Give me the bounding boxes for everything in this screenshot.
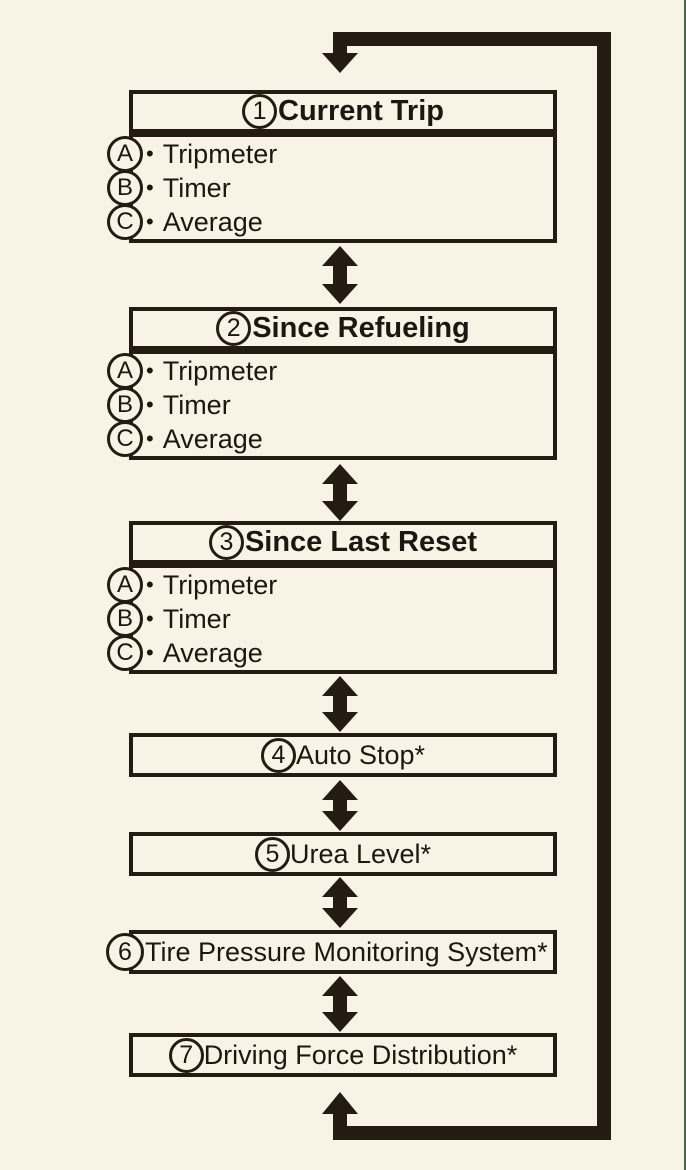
menu-item-timer: B • Timer xyxy=(107,170,553,206)
double-arrow-icon xyxy=(322,976,358,1032)
arrow-shaft xyxy=(333,266,347,284)
menu-box-body: A • Tripmeter B • Timer C • Average xyxy=(107,350,557,460)
menu-box-title: Since Last Reset xyxy=(244,526,478,558)
arrow-shaft xyxy=(333,800,347,811)
circled-letter: A xyxy=(107,353,143,389)
menu-box-title: Driving Force Distribution* xyxy=(203,1039,518,1070)
menu-item-label: Timer xyxy=(162,172,231,203)
menu-box-title: Tire Pressure Monitoring System* xyxy=(145,936,548,967)
menu-box-title: Auto Stop* xyxy=(295,739,426,770)
arrowhead-up-icon xyxy=(322,464,358,484)
circled-number: 3 xyxy=(208,525,244,560)
menu-box-current-trip: 1 Current Trip A • Tripmeter B • Timer C… xyxy=(107,90,557,243)
circled-letter: A xyxy=(107,567,143,603)
page-edge-line xyxy=(684,0,686,1170)
loop-arrowhead-up-icon xyxy=(322,1092,358,1114)
bullet-icon: • xyxy=(146,141,154,166)
arrowhead-down-icon xyxy=(322,501,358,521)
circled-letter: B xyxy=(107,387,143,423)
arrowhead-up-icon xyxy=(322,877,358,897)
bullet-icon: • xyxy=(146,175,154,200)
menu-item-tripmeter: A • Tripmeter xyxy=(107,353,553,389)
arrowhead-down-icon xyxy=(322,712,358,732)
bullet-icon: • xyxy=(146,426,154,451)
double-arrow-icon xyxy=(322,676,358,732)
arrowhead-down-icon xyxy=(322,284,358,304)
arrowhead-down-icon xyxy=(322,811,358,831)
double-arrow-icon xyxy=(322,780,358,831)
circled-letter: C xyxy=(107,204,143,240)
circled-number: 2 xyxy=(216,311,252,346)
circled-letter: B xyxy=(107,170,143,206)
menu-item-average: C • Average xyxy=(107,635,553,671)
bullet-icon: • xyxy=(146,606,154,631)
circled-number: 1 xyxy=(242,94,278,129)
circled-letter: C xyxy=(107,421,143,457)
bullet-icon: • xyxy=(146,572,154,597)
menu-box-since-refueling: 2 Since Refueling A • Tripmeter B • Time… xyxy=(107,307,557,460)
arrow-shaft xyxy=(333,696,347,712)
menu-item-timer: B • Timer xyxy=(107,601,553,637)
menu-box-tpms: 6 Tire Pressure Monitoring System* xyxy=(106,930,557,974)
arrowhead-up-icon xyxy=(322,246,358,266)
arrowhead-up-icon xyxy=(322,976,358,996)
circled-letter: A xyxy=(107,136,143,172)
menu-item-tripmeter: A • Tripmeter xyxy=(107,136,553,172)
menu-box-header: 1 Current Trip xyxy=(129,90,557,133)
circled-number: 7 xyxy=(168,1037,204,1073)
menu-box-driving-force-distribution: 7 Driving Force Distribution* xyxy=(129,1033,557,1077)
arrowhead-down-icon xyxy=(322,1012,358,1032)
menu-box-body: A • Tripmeter B • Timer C • Average xyxy=(107,133,557,243)
double-arrow-icon xyxy=(322,246,358,304)
circled-number: 5 xyxy=(254,836,290,872)
menu-item-label: Tripmeter xyxy=(162,569,278,600)
menu-box-auto-stop: 4 Auto Stop* xyxy=(129,733,557,777)
menu-item-timer: B • Timer xyxy=(107,387,553,423)
circled-number: 6 xyxy=(106,933,144,971)
menu-item-average: C • Average xyxy=(107,204,553,240)
bullet-icon: • xyxy=(146,392,154,417)
menu-item-label: Timer xyxy=(162,603,231,634)
menu-box-title: Urea Level* xyxy=(289,838,432,869)
loop-line-right xyxy=(597,32,611,1140)
double-arrow-icon xyxy=(322,877,358,928)
menu-item-tripmeter: A • Tripmeter xyxy=(107,567,553,603)
bullet-icon: • xyxy=(146,209,154,234)
menu-box-header: 2 Since Refueling xyxy=(129,307,557,350)
menu-box-urea-level: 5 Urea Level* xyxy=(129,832,557,876)
bullet-icon: • xyxy=(146,358,154,383)
loop-line-bottom-shaft xyxy=(333,1112,347,1128)
arrowhead-down-icon xyxy=(322,908,358,928)
double-arrow-icon xyxy=(322,464,358,521)
loop-line-top-shaft xyxy=(333,44,347,54)
menu-box-title: Current Trip xyxy=(278,95,444,127)
menu-box-since-last-reset: 3 Since Last Reset A • Tripmeter B • Tim… xyxy=(107,521,557,674)
menu-box-body: A • Tripmeter B • Timer C • Average xyxy=(107,564,557,674)
menu-item-label: Average xyxy=(162,423,263,454)
menu-item-label: Tripmeter xyxy=(162,138,278,169)
menu-item-label: Tripmeter xyxy=(162,355,278,386)
menu-item-label: Average xyxy=(162,206,263,237)
bullet-icon: • xyxy=(146,640,154,665)
circled-letter: B xyxy=(107,601,143,637)
menu-box-title: Since Refueling xyxy=(252,312,470,344)
arrow-shaft xyxy=(333,996,347,1012)
circled-letter: C xyxy=(107,635,143,671)
arrow-shaft xyxy=(333,484,347,501)
arrowhead-up-icon xyxy=(322,676,358,696)
arrowhead-up-icon xyxy=(322,780,358,800)
circled-number: 4 xyxy=(260,737,296,773)
loop-arrowhead-down-icon xyxy=(322,53,358,73)
loop-line-top xyxy=(333,32,611,46)
menu-item-label: Average xyxy=(162,637,263,668)
menu-item-average: C • Average xyxy=(107,421,553,457)
loop-line-bottom xyxy=(333,1126,611,1140)
menu-item-label: Timer xyxy=(162,389,231,420)
menu-box-header: 3 Since Last Reset xyxy=(129,521,557,564)
arrow-shaft xyxy=(333,897,347,908)
